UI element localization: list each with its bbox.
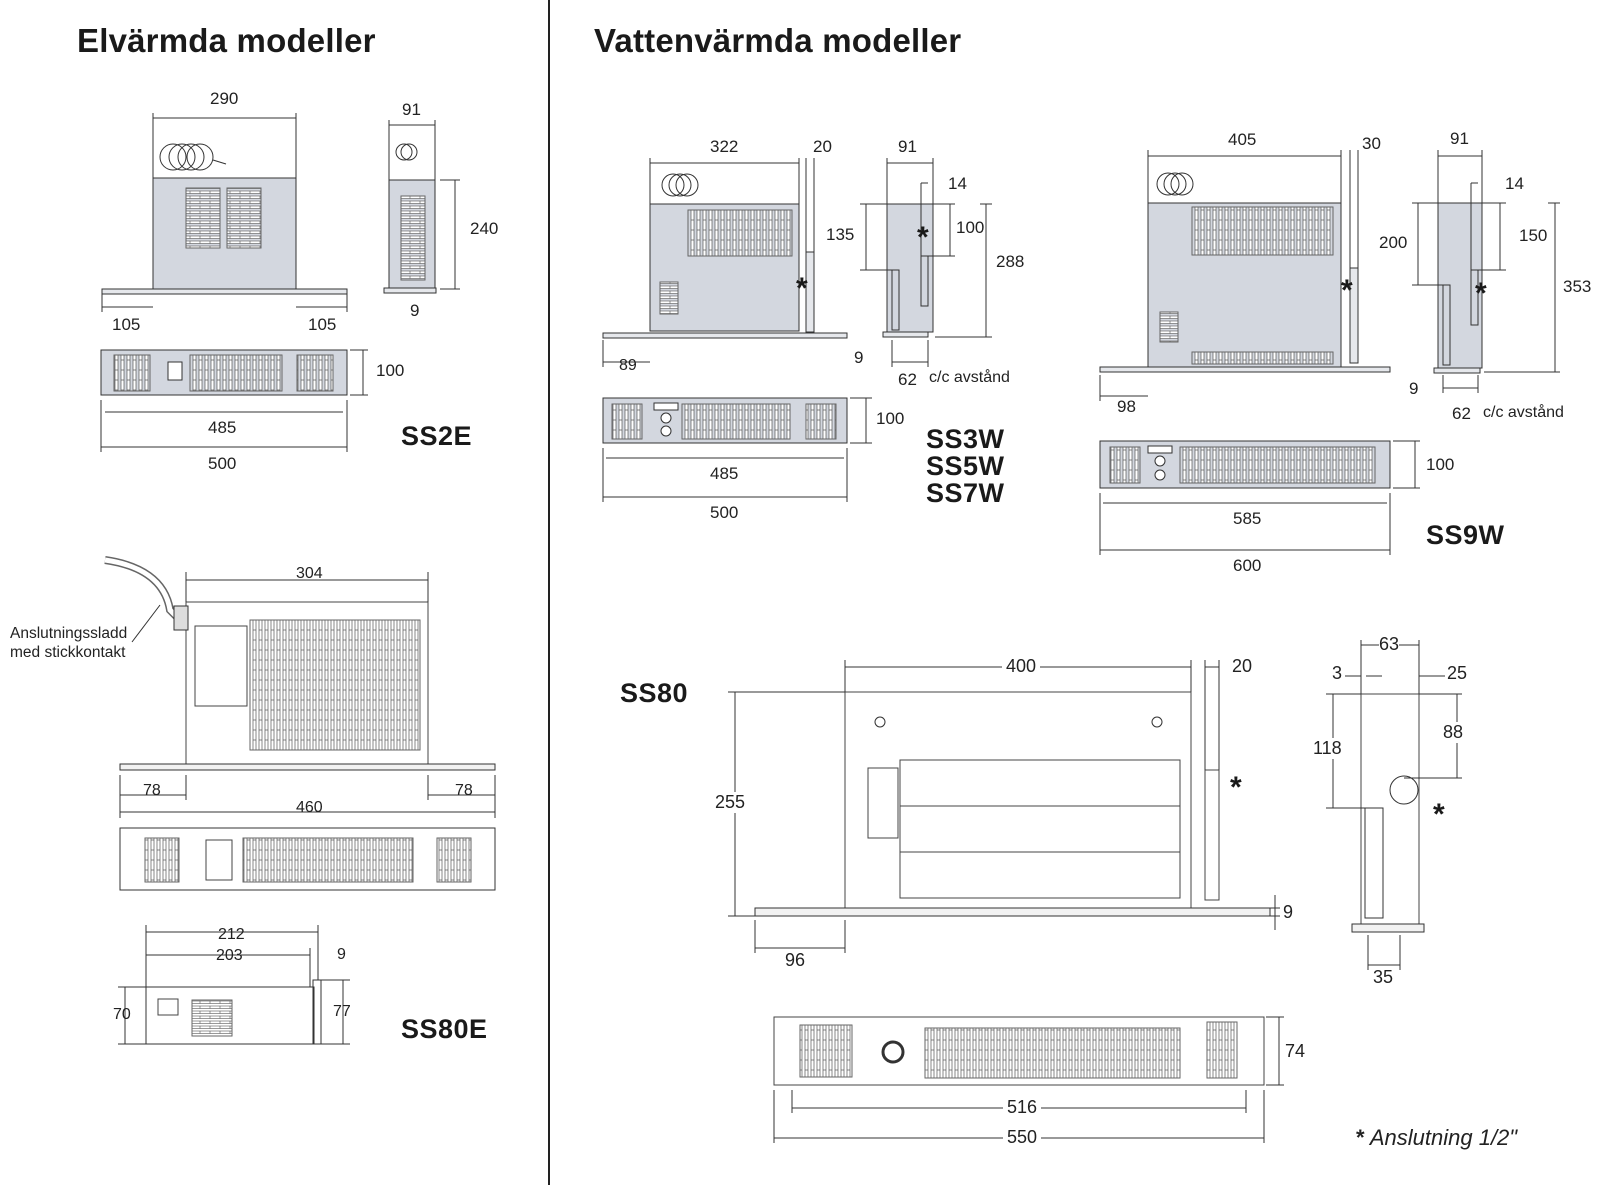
dim-label: 100 xyxy=(876,409,905,428)
dim-label: 96 xyxy=(785,950,806,970)
dim-label: 400 xyxy=(1002,656,1041,677)
model-label-ss9w: SS9W xyxy=(1426,520,1505,550)
dim-label: 212 xyxy=(218,926,245,943)
model-label-ss3w: SS3W xyxy=(926,424,1005,454)
footnote-text: Anslutning 1/2" xyxy=(1369,1125,1518,1150)
dim-label: 30 xyxy=(1362,134,1381,153)
footnote-connection: * Anslutning 1/2" xyxy=(1356,1125,1517,1151)
model-label-ss2e: SS2E xyxy=(401,421,473,451)
dim-label: 485 xyxy=(710,464,739,483)
dim-label: 20 xyxy=(1232,656,1253,676)
dim-label: 500 xyxy=(710,503,739,522)
dim-label: 62 xyxy=(898,370,917,389)
dim-label: 9 xyxy=(410,301,420,320)
dim-label: 14 xyxy=(1505,174,1524,193)
dim-label: 9 xyxy=(854,348,864,367)
ss80-drawing xyxy=(728,640,1462,1143)
ss9w-drawing xyxy=(1099,150,1560,555)
dim-label: 9 xyxy=(1409,379,1419,398)
dim-label: c/c avstånd xyxy=(929,369,1010,386)
dim-label: 89 xyxy=(619,357,637,374)
dim-label: 485 xyxy=(208,418,237,437)
dim-label: 78 xyxy=(143,782,161,799)
connection-marker: * xyxy=(1475,277,1487,310)
cable-note: Anslutningssladd med stickkontakt xyxy=(10,624,127,662)
heading-electric: Elvärmda modeller xyxy=(77,22,376,59)
dim-label: 105 xyxy=(112,315,141,334)
dim-label: 322 xyxy=(710,137,739,156)
dim-label: 88 xyxy=(1443,722,1464,743)
model-label-ss7w: SS7W xyxy=(926,478,1005,508)
dim-label: 118 xyxy=(1313,738,1342,759)
connection-marker: * xyxy=(1230,771,1242,804)
heading-water: Vattenvärmda modeller xyxy=(594,22,962,59)
dim-label: 35 xyxy=(1373,967,1394,987)
dim-label: 516 xyxy=(1003,1097,1042,1118)
dim-label: 100 xyxy=(1426,455,1455,474)
dim-label: 100 xyxy=(956,218,985,237)
footnote-star: * xyxy=(1356,1125,1365,1150)
dim-label: 9 xyxy=(1283,902,1294,922)
dim-label: 203 xyxy=(216,947,243,964)
model-label-ss5w: SS5W xyxy=(926,451,1005,481)
dim-label: 74 xyxy=(1285,1041,1306,1061)
dim-label: 288 xyxy=(996,252,1025,271)
dim-label: 20 xyxy=(813,137,832,156)
dim-label: 405 xyxy=(1228,130,1257,149)
ss80e-side-drawing xyxy=(118,925,350,1045)
dim-label: 91 xyxy=(898,137,917,156)
connection-marker: * xyxy=(1433,798,1445,831)
connection-marker: * xyxy=(917,221,929,254)
dim-label: 304 xyxy=(296,565,323,582)
dim-label: 14 xyxy=(948,174,967,193)
dim-label: c/c avstånd xyxy=(1483,404,1564,421)
dim-label: 585 xyxy=(1233,509,1262,528)
ss3w-drawing xyxy=(602,158,992,502)
dim-label: 105 xyxy=(308,315,337,334)
dim-label: 100 xyxy=(376,361,405,380)
model-label-ss80: SS80 xyxy=(620,678,689,708)
model-label-ss80e: SS80E xyxy=(401,1014,488,1044)
dim-label: 91 xyxy=(1450,129,1469,148)
dim-label: 135 xyxy=(826,225,855,244)
ss80e-drawing xyxy=(104,556,496,891)
dim-label: 63 xyxy=(1379,634,1400,655)
dim-label: 77 xyxy=(333,1003,351,1020)
dim-label: 290 xyxy=(210,89,239,108)
dim-label: 255 xyxy=(715,792,746,813)
dim-label: 70 xyxy=(113,1006,131,1023)
dim-label: 25 xyxy=(1447,663,1468,683)
dim-label: 62 xyxy=(1452,404,1471,423)
ss2e-drawing xyxy=(100,113,460,452)
dim-label: 200 xyxy=(1379,233,1408,252)
dim-label: 240 xyxy=(470,219,499,238)
cable-note-line2: med stickkontakt xyxy=(10,644,126,661)
dim-label: 78 xyxy=(455,782,473,799)
dim-label: 98 xyxy=(1117,397,1136,416)
dim-label: 600 xyxy=(1233,556,1262,575)
dim-label: 550 xyxy=(1003,1127,1042,1148)
dim-label: 9 xyxy=(337,946,346,963)
cable-note-line1: Anslutningssladd xyxy=(10,625,128,642)
connection-marker: * xyxy=(1341,274,1353,307)
dim-label: 3 xyxy=(1332,663,1343,683)
dim-label: 353 xyxy=(1563,277,1592,296)
dim-label: 91 xyxy=(402,100,421,119)
dim-label: 500 xyxy=(208,454,237,473)
dim-label: 150 xyxy=(1519,226,1548,245)
dim-label: 460 xyxy=(296,799,323,816)
connection-marker: * xyxy=(796,272,808,305)
